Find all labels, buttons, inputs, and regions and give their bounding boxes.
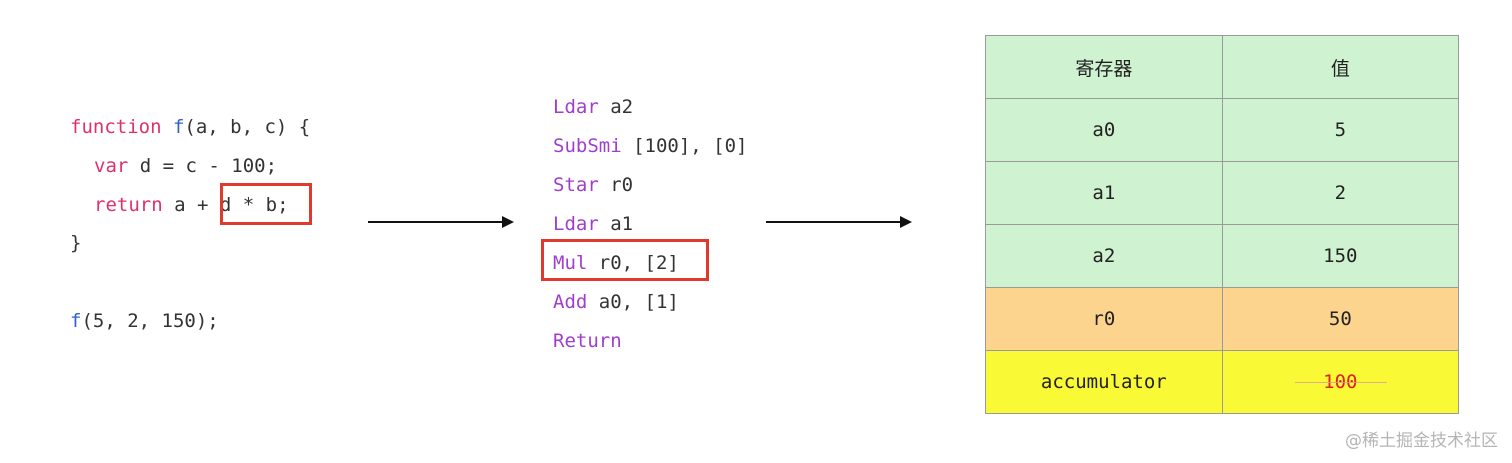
bytecode-line: Add a0, [1]	[553, 290, 679, 314]
bytecode-opcode: Ldar	[553, 96, 599, 118]
register-value: 2	[1221, 161, 1460, 225]
close-brace: }	[70, 232, 82, 254]
bytecode-opcode: Ldar	[553, 213, 599, 235]
table-row: a0 5	[985, 98, 1460, 162]
bytecode-line: Return	[553, 329, 622, 353]
table-row: a2 150	[985, 224, 1460, 288]
register-value-cell: 100	[1221, 350, 1460, 414]
bytecode-highlight-box	[541, 239, 709, 281]
register-table: 寄存器 值 a0 5 a1 2 a2 150 r0 50 accumulator…	[985, 35, 1460, 414]
register-name: a0	[985, 98, 1223, 162]
code-line-var-decl: var d = c - 100;	[94, 154, 277, 178]
register-name: a1	[985, 161, 1223, 225]
var-expression: d = c - 100;	[139, 155, 278, 177]
watermark: @稀土掘金技术社区	[1345, 431, 1498, 451]
bytecode-line: Ldar a1	[553, 212, 633, 236]
code-line-return: return a + d * b;	[94, 193, 289, 217]
bytecode-args: r0, [2]	[598, 252, 679, 274]
register-name: r0	[985, 287, 1223, 351]
bytecode-opcode: Star	[553, 174, 599, 196]
bytecode-line: Star r0	[553, 173, 633, 197]
keyword-return: return	[94, 194, 163, 216]
keyword-function: function	[70, 116, 162, 138]
bytecode-args: a1	[610, 213, 634, 235]
bytecode-opcode: Return	[553, 330, 622, 352]
table-row: a1 2	[985, 161, 1460, 225]
return-prefix: a +	[174, 194, 209, 216]
table-header-row: 寄存器 值	[985, 35, 1460, 99]
call-function-name: f	[70, 310, 82, 332]
code-line-call: f(5, 2, 150);	[70, 309, 219, 333]
table-row: r0 50	[985, 287, 1460, 351]
code-line-close-brace: }	[70, 231, 81, 255]
header-value: 值	[1221, 35, 1460, 99]
arrow-right-icon	[766, 216, 912, 228]
code-line-function-decl: function f(a, b, c) {	[70, 115, 310, 139]
bytecode-opcode: SubSmi	[553, 135, 622, 157]
bytecode-opcode: Add	[553, 291, 588, 313]
bytecode-args: a2	[610, 96, 634, 118]
return-highlight-expression: d * b;	[219, 194, 289, 216]
call-args: (5, 2, 150);	[81, 310, 219, 332]
bytecode-args: r0	[610, 174, 634, 196]
table-row: accumulator 100	[985, 350, 1460, 414]
function-name: f	[172, 116, 185, 138]
register-name: accumulator	[985, 350, 1223, 414]
bytecode-args: [100], [0]	[633, 135, 748, 157]
accumulator-value: 100	[1294, 371, 1389, 393]
bytecode-line: Mul r0, [2]	[553, 251, 679, 275]
source-highlight-box	[220, 183, 312, 225]
arrow-right-icon	[368, 216, 514, 228]
bytecode-line: SubSmi [100], [0]	[553, 134, 747, 158]
function-params: (a, b, c) {	[184, 116, 311, 138]
register-name: a2	[985, 224, 1223, 288]
bytecode-line: Ldar a2	[553, 95, 633, 119]
header-register: 寄存器	[985, 35, 1223, 99]
register-value: 5	[1221, 98, 1460, 162]
register-value: 150	[1221, 224, 1460, 288]
keyword-var: var	[94, 155, 129, 177]
register-value: 50	[1221, 287, 1460, 351]
bytecode-opcode: Mul	[553, 252, 588, 274]
bytecode-args: a0, [1]	[598, 291, 679, 313]
